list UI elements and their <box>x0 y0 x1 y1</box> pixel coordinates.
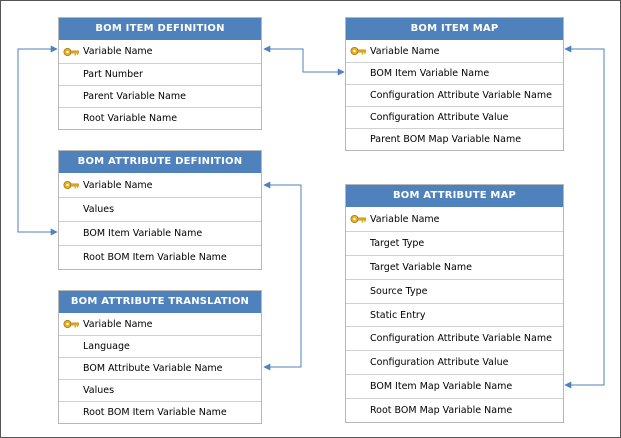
table-row: Part Number <box>59 63 261 85</box>
table-row: Values <box>59 379 261 401</box>
key-icon <box>63 181 79 189</box>
table-bom-attribute-map: BOM ATTRIBUTE MAP Variable Name Target T… <box>345 184 564 423</box>
table-row: BOM Item Variable Name <box>59 221 261 245</box>
table-row: Values <box>59 197 261 221</box>
table-title: BOM ATTRIBUTE TRANSLATION <box>59 291 261 313</box>
row-label: Part Number <box>83 69 143 80</box>
row-label: Root BOM Map Variable Name <box>370 405 513 416</box>
table-row: Root BOM Map Variable Name <box>346 398 563 422</box>
table-row: BOM Attribute Variable Name <box>59 357 261 379</box>
row-label: BOM Item Map Variable Name <box>370 381 513 392</box>
table-bom-attribute-definition: BOM ATTRIBUTE DEFINITION Variable Name V… <box>58 150 262 270</box>
row-label: Configuration Attribute Value <box>370 112 509 123</box>
table-row: Configuration Attribute Value <box>346 350 563 374</box>
row-label: Target Variable Name <box>370 262 472 273</box>
row-label: Target Type <box>370 238 425 249</box>
row-label: Root BOM Item Variable Name <box>83 407 227 418</box>
row-label: Parent Variable Name <box>83 91 186 102</box>
table-row: Configuration Attribute Variable Name <box>346 84 563 106</box>
table-row-variable-name: Variable Name <box>346 40 563 62</box>
table-title: BOM ITEM DEFINITION <box>59 18 261 40</box>
table-row: Static Entry <box>346 303 563 326</box>
table-bom-item-map: BOM ITEM MAP Variable Name BOM Item Vari… <box>345 17 564 151</box>
row-label: Configuration Attribute Value <box>370 357 509 368</box>
table-row: Target Type <box>346 231 563 255</box>
row-label: Root BOM Item Variable Name <box>83 252 227 263</box>
table-title: BOM ATTRIBUTE MAP <box>346 185 563 207</box>
row-label: Configuration Attribute Variable Name <box>370 90 552 101</box>
row-label: Values <box>83 204 115 215</box>
row-label: Variable Name <box>370 213 440 225</box>
key-icon <box>350 215 366 223</box>
table-row: Root Variable Name <box>59 107 261 129</box>
row-label: Variable Name <box>83 318 153 330</box>
table-row-variable-name: Variable Name <box>346 207 563 231</box>
table-row-variable-name: Variable Name <box>59 173 261 197</box>
table-row-variable-name: Variable Name <box>59 313 261 335</box>
row-label: Static Entry <box>370 309 426 321</box>
table-bom-item-definition: BOM ITEM DEFINITION Variable Name Part N… <box>58 17 262 130</box>
row-label: BOM Item Variable Name <box>83 228 203 239</box>
table-row: Target Variable Name <box>346 255 563 279</box>
row-label: Root Variable Name <box>83 113 178 124</box>
table-row: Configuration Attribute Variable Name <box>346 326 563 350</box>
row-label: BOM Item Variable Name <box>370 68 490 79</box>
table-row: Root BOM Item Variable Name <box>59 401 261 423</box>
table-row: Parent BOM Map Variable Name <box>346 128 563 150</box>
table-title: BOM ATTRIBUTE DEFINITION <box>59 151 261 173</box>
table-row: BOM Item Map Variable Name <box>346 374 563 398</box>
table-row: BOM Item Variable Name <box>346 62 563 84</box>
key-icon <box>350 47 366 55</box>
link-attrmap-to-itemmap <box>564 45 605 389</box>
table-row: Language <box>59 335 261 357</box>
row-label: Variable Name <box>83 179 153 191</box>
table-row-variable-name: Variable Name <box>59 40 261 63</box>
row-label: Configuration Attribute Variable Name <box>370 333 552 344</box>
row-label: Values <box>83 385 115 396</box>
row-label: Source Type <box>370 286 428 297</box>
table-title: BOM ITEM MAP <box>346 18 563 40</box>
link-itemmap-to-itemdef <box>263 45 345 76</box>
row-label: Variable Name <box>83 46 153 57</box>
table-bom-attribute-translation: BOM ATTRIBUTE TRANSLATION Variable Name … <box>58 290 262 424</box>
row-label: Language <box>83 341 130 352</box>
row-label: Variable Name <box>370 45 440 57</box>
row-label: Parent BOM Map Variable Name <box>370 134 522 145</box>
row-label: BOM Attribute Variable Name <box>83 363 223 374</box>
key-icon <box>63 320 79 328</box>
key-icon <box>63 47 79 56</box>
table-row: Parent Variable Name <box>59 85 261 107</box>
link-attrdef-to-itemdef <box>17 45 58 236</box>
table-row: Source Type <box>346 279 563 303</box>
table-row: Configuration Attribute Value <box>346 106 563 128</box>
link-attrtrans-to-attrdef <box>263 181 302 371</box>
table-row: Root BOM Item Variable Name <box>59 245 261 269</box>
